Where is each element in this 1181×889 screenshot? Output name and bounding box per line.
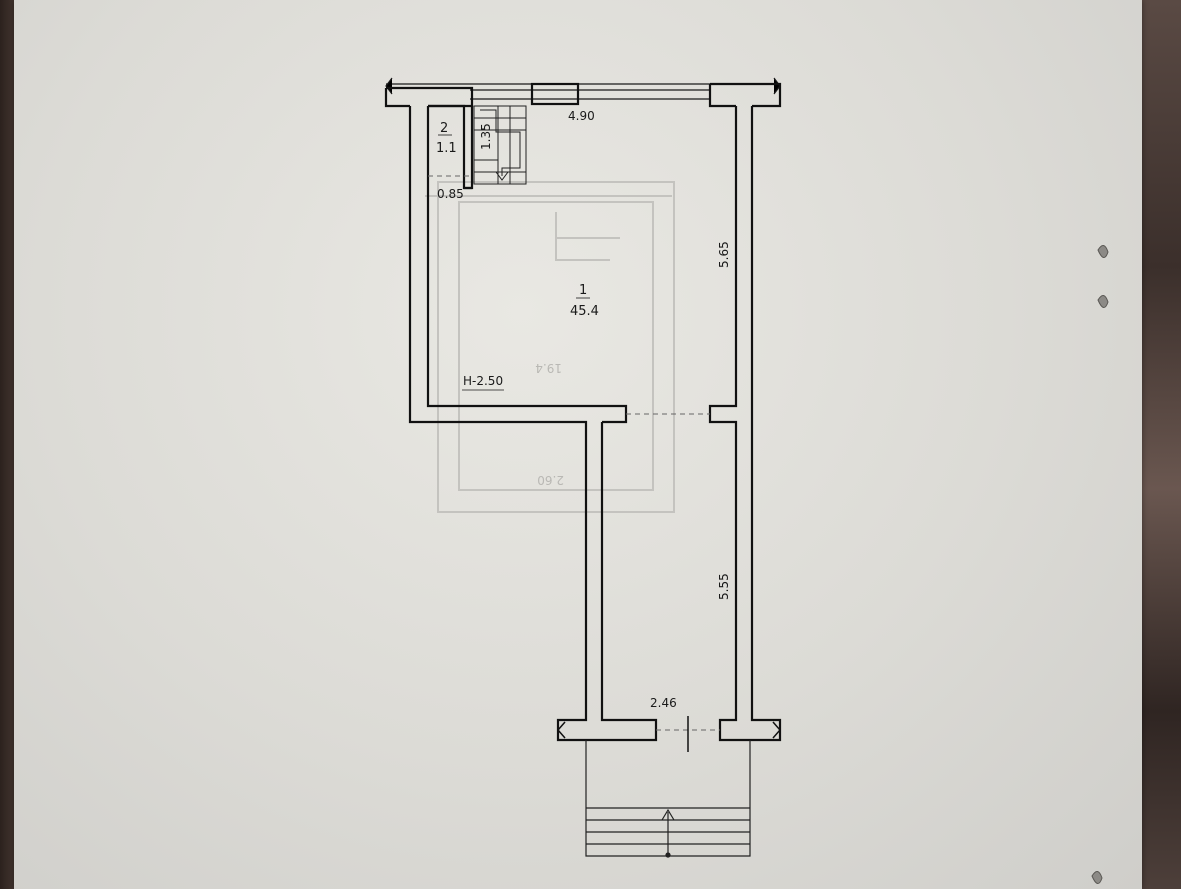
dim-entrance-width: 2.46 — [650, 696, 677, 710]
room-1-number: 1 — [579, 283, 587, 298]
room-2-number: 2 — [440, 121, 448, 136]
room-1-area: 45.4 — [570, 304, 599, 319]
dim-closet-width: 0.85 — [437, 187, 464, 201]
stair-symbol — [473, 105, 527, 185]
binder-holes — [1091, 245, 1109, 884]
ghost-area-label: 19.4 — [535, 361, 562, 375]
background-left — [0, 0, 18, 889]
ceiling-height: H-2.50 — [463, 374, 503, 388]
entrance-steps — [585, 740, 751, 858]
room-2-area: 1.1 — [436, 141, 457, 156]
ghost-bleed-through — [425, 181, 675, 513]
wall-break-marks — [557, 716, 781, 752]
dim-stair-width: 1.35 — [479, 123, 493, 150]
ceiling-height-label: H-2.50 — [462, 374, 504, 391]
room-label-2: 2 1.1 — [436, 121, 457, 156]
dim-lower-depth: 5.55 — [717, 573, 731, 600]
dim-top-width: 4.90 — [568, 109, 595, 123]
dim-upper-depth: 5.65 — [717, 241, 731, 268]
ghost-dim-label: 2.60 — [537, 473, 564, 487]
room-label-1: 1 45.4 — [570, 283, 599, 319]
